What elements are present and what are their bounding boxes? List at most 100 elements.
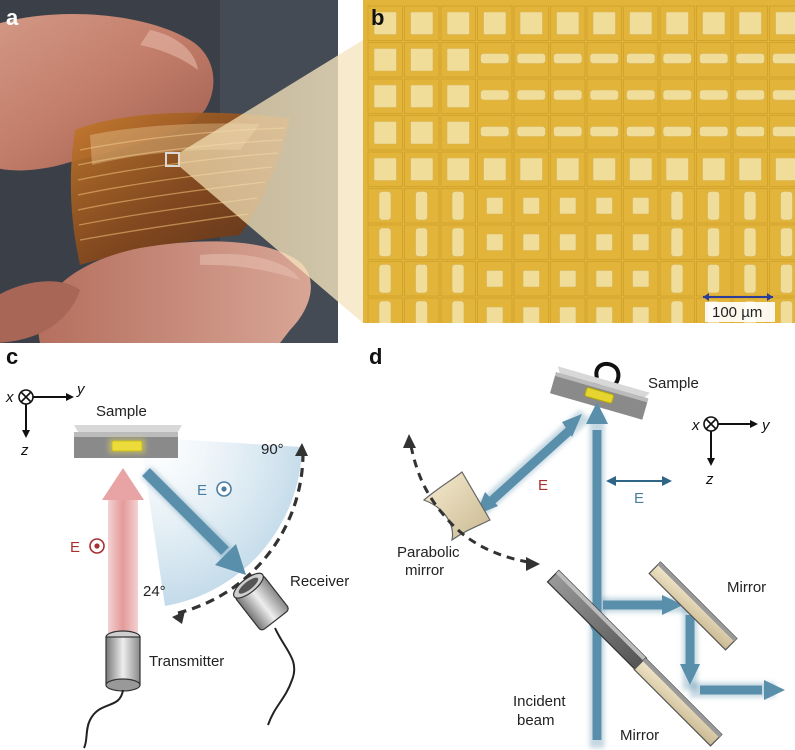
unit-cell-window (662, 89, 692, 101)
unit-cell-window (670, 264, 684, 294)
unit-cell-grid (367, 5, 795, 323)
panel-label-b: b (371, 5, 384, 30)
unit-cell-window (556, 157, 580, 181)
rotation-arrow-icon (594, 361, 621, 388)
unit-cell-window (410, 121, 434, 145)
parabolic-mirror-icon (422, 471, 491, 542)
unit-cell-window (446, 48, 470, 72)
unit-cell-window (735, 89, 765, 101)
panel-c: c x y z Sample (5, 344, 349, 749)
incident-beam-c (102, 468, 144, 635)
panel-label-a: a (6, 5, 19, 30)
sample-c (74, 425, 182, 458)
e-field-blue-d: E (634, 490, 644, 507)
unit-cell-window (451, 300, 465, 323)
angle-min-label: 24° (143, 583, 166, 600)
unit-cell-window (519, 157, 543, 181)
unit-cell-window (707, 264, 720, 294)
unit-cell-window (780, 264, 793, 294)
unit-cell-window (446, 11, 470, 35)
unit-cell-window (743, 227, 757, 257)
unit-cell-window (415, 300, 428, 323)
axis-y-label: y (76, 381, 86, 398)
unit-cell-window (629, 11, 653, 35)
unit-cell-window (373, 11, 397, 35)
unit-cell-window (780, 300, 793, 323)
unit-cell-window (378, 300, 392, 323)
sample-label-d: Sample (648, 375, 699, 392)
unit-cell-window (378, 227, 392, 257)
mirror-top-label: Mirror (727, 579, 766, 596)
e-field-incident-c: E (70, 539, 80, 556)
unit-cell-window (410, 11, 434, 35)
unit-cell-window (522, 270, 540, 288)
unit-cell-window (559, 270, 577, 288)
panel-d: d Sample x y z (369, 344, 785, 748)
unit-cell-window (451, 227, 465, 257)
reception-sector (140, 437, 302, 606)
unit-cell-window (775, 157, 795, 181)
unit-cell-window (553, 53, 583, 64)
unit-cell-window (707, 227, 720, 257)
sample-d (550, 366, 650, 420)
unit-cell-window (516, 126, 546, 137)
unit-cell-window (662, 53, 692, 64)
unit-cell-window (415, 227, 428, 257)
panel-label-c: c (6, 344, 18, 369)
zoom-cone (179, 40, 363, 323)
unit-cell (550, 224, 586, 260)
unit-cell-window (595, 197, 613, 215)
unit-cell-window (735, 53, 765, 64)
unit-cell-window (415, 264, 428, 294)
beam-path-d (472, 402, 785, 748)
unit-cell-window (670, 227, 684, 257)
unit-cell-window (632, 233, 650, 251)
incident-beam-label-2: beam (517, 712, 555, 729)
unit-cell-window (589, 53, 619, 64)
unit-cell-window (446, 84, 470, 108)
axis-z-label: z (705, 471, 714, 488)
unit-cell-window (480, 53, 510, 64)
unit-cell-window (772, 126, 795, 137)
unit-cell-window (589, 89, 619, 101)
unit-cell-window (410, 48, 434, 72)
unit-cell-window (451, 191, 465, 221)
unit-cell-window (595, 306, 613, 323)
unit-cell-window (589, 126, 619, 137)
unit-cell-window (699, 53, 729, 64)
unit-cell-window (486, 270, 504, 288)
unit-cell-window (553, 89, 583, 101)
unit-cell-window (451, 264, 465, 294)
e-field-reflected-c: E (197, 482, 207, 499)
unit-cell-window (772, 53, 795, 64)
unit-cell-window (373, 157, 397, 181)
unit-cell-window (738, 11, 762, 35)
unit-cell-window (373, 48, 397, 72)
unit-cell-window (559, 233, 577, 251)
unit-cell-window (772, 89, 795, 101)
parabolic-mirror-label-1: Parabolic (397, 544, 460, 561)
unit-cell-window (780, 191, 793, 221)
unit-cell-window (670, 300, 684, 323)
receiver-label: Receiver (290, 573, 349, 590)
axes-c: x y z (5, 381, 86, 459)
scale-bar-label: 100 µm (712, 304, 762, 321)
unit-cell-window (559, 306, 577, 323)
unit-cell-window (738, 157, 762, 181)
unit-cell-window (480, 126, 510, 137)
polarization-arrow-icon (606, 476, 672, 486)
unit-cell-window (629, 157, 653, 181)
unit-cell-window (699, 126, 729, 137)
unit-cell-window (378, 191, 392, 221)
unit-cell-window (373, 84, 397, 108)
unit-cell-window (626, 126, 656, 137)
unit-cell-window (559, 197, 577, 215)
axis-x-label: x (5, 389, 14, 406)
incident-beam-label-1: Incident (513, 693, 566, 710)
unit-cell-window (707, 191, 720, 221)
unit-cell-window (702, 11, 726, 35)
mirror-top-icon (648, 561, 738, 651)
unit-cell-window (632, 197, 650, 215)
scale-bar: 100 µm (703, 293, 775, 322)
